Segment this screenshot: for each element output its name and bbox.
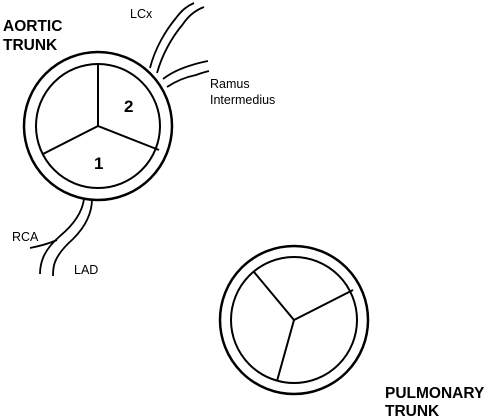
- pulmonary-valve-outer-ring: [218, 244, 370, 396]
- pulmonary-trunk-title-line1: PULMONARY: [385, 385, 485, 402]
- ramus-label-line2: Intermedius: [210, 93, 275, 107]
- pulmonary-commissure-right: [293, 289, 354, 321]
- rca-label: RCA: [12, 230, 39, 244]
- aortic-cusp-label-1: 1: [94, 154, 103, 173]
- ramus-vessel-line-b: [166, 70, 210, 88]
- aortic-trunk-title-line1: AORTIC: [3, 18, 62, 35]
- aortic-cusp-label-2: 2: [124, 97, 133, 116]
- lad-label: LAD: [74, 263, 98, 277]
- aortic-valve: 2 1: [22, 50, 174, 202]
- lcx-vessel-line-a: [149, 2, 195, 69]
- aortic-commissure-left: [42, 125, 99, 155]
- coronary-vessels: [29, 2, 210, 277]
- pulmonary-valve: [218, 244, 370, 396]
- pulmonary-valve-inner-ring: [230, 256, 358, 384]
- rca-branch-line: [29, 239, 58, 249]
- lcx-vessel-line-b: [156, 6, 205, 74]
- rca-lad-vessel-line-a: [39, 198, 85, 275]
- pulmonary-commissure-upper-left: [253, 271, 295, 321]
- pulmonary-trunk-title-line2: TRUNK: [385, 403, 440, 419]
- aortic-trunk-title-line2: TRUNK: [3, 37, 58, 54]
- ramus-label-line1: Ramus: [210, 77, 250, 91]
- pulmonary-commissure-bottom: [276, 319, 295, 382]
- ramus-vessel-line-a: [162, 60, 209, 80]
- aortic-commissure-right: [97, 125, 160, 151]
- lcx-label: LCx: [130, 7, 153, 21]
- rca-lad-vessel-line-b: [52, 198, 93, 277]
- aortic-valve-outer-ring: [22, 50, 174, 202]
